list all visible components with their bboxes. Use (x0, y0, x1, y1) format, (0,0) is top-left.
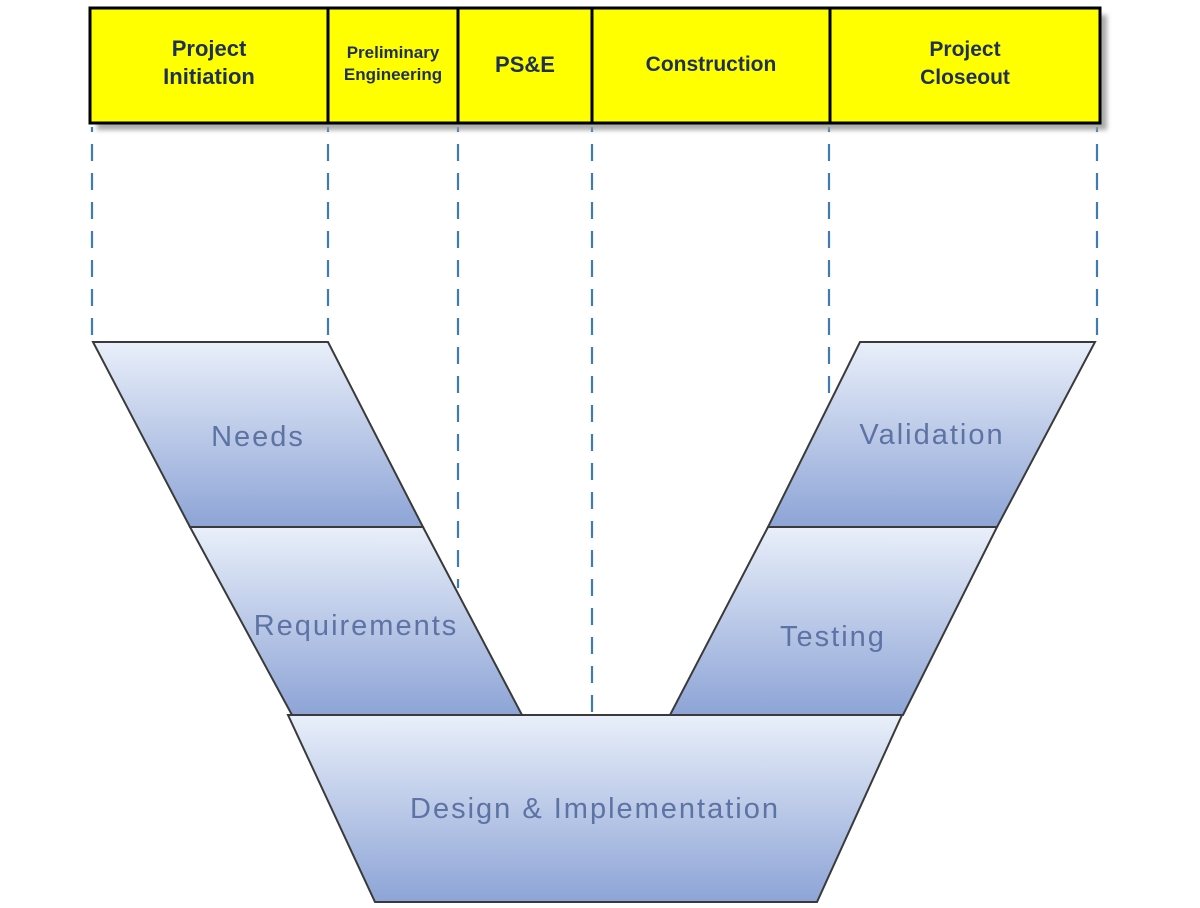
phase-header: Project Initiation Preliminary Engineeri… (88, 6, 1107, 130)
phase-label-project-initiation-line1: Project (172, 36, 247, 61)
phase-label-preliminary-engineering-line2: Engineering (344, 65, 442, 84)
dashed-guide-lines (90, 127, 1099, 712)
shape-design-implementation (286, 714, 904, 903)
shape-label-needs: Needs (211, 421, 305, 453)
phase-label-construction: Construction (646, 53, 777, 76)
phase-label-preliminary-engineering-line1: Preliminary (347, 43, 440, 62)
shape-label-testing: Testing (780, 621, 886, 653)
phase-label-project-closeout-line2: Closeout (920, 66, 1010, 89)
shape-label-validation: Validation (859, 419, 1004, 451)
v-model-shapes: Needs Requirements Design & Implementati… (91, 341, 1097, 903)
shape-label-design-implementation: Design & Implementation (410, 793, 780, 825)
shape-label-requirements: Requirements (254, 610, 459, 642)
phase-header-bar (88, 6, 1102, 125)
phase-label-project-initiation-line2: Initiation (163, 64, 255, 89)
phase-label-project-closeout-line1: Project (929, 38, 1000, 61)
phase-label-pse: PS&E (495, 52, 555, 77)
